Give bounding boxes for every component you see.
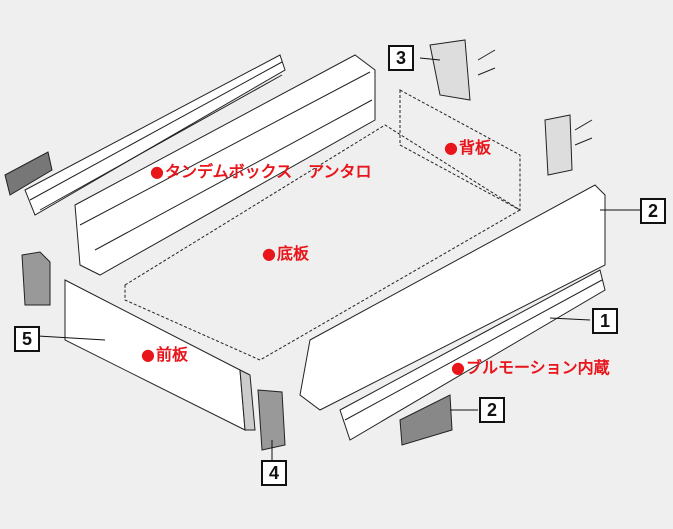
right-runner [339, 269, 606, 441]
callout-4: 4 [261, 460, 287, 486]
screws [477, 49, 593, 146]
left-runner [4, 54, 286, 216]
right-side-panel [299, 184, 606, 411]
callout-2-cap: 2 [479, 397, 505, 423]
front-bracket-left [21, 251, 51, 306]
label-product-name: タンデムボックス アンタロ [150, 163, 372, 181]
callout-2-side: 2 [640, 198, 666, 224]
label-back-panel: 背板 [444, 139, 491, 157]
label-bottom-panel: 底板 [262, 245, 309, 263]
front-bracket-right [257, 389, 286, 451]
end-cap [399, 394, 453, 446]
callout-3: 3 [388, 45, 414, 71]
back-panel-outline [399, 89, 521, 211]
callout-5: 5 [14, 326, 40, 352]
bottom-panel-outline [124, 124, 521, 361]
leader-lines [37, 57, 640, 460]
back-bracket-lower [544, 114, 573, 176]
label-front-panel: 前板 [141, 346, 188, 364]
back-bracket-upper [429, 39, 471, 101]
callout-1: 1 [592, 308, 618, 334]
label-runner: ブルモーション内蔵 [451, 359, 610, 377]
